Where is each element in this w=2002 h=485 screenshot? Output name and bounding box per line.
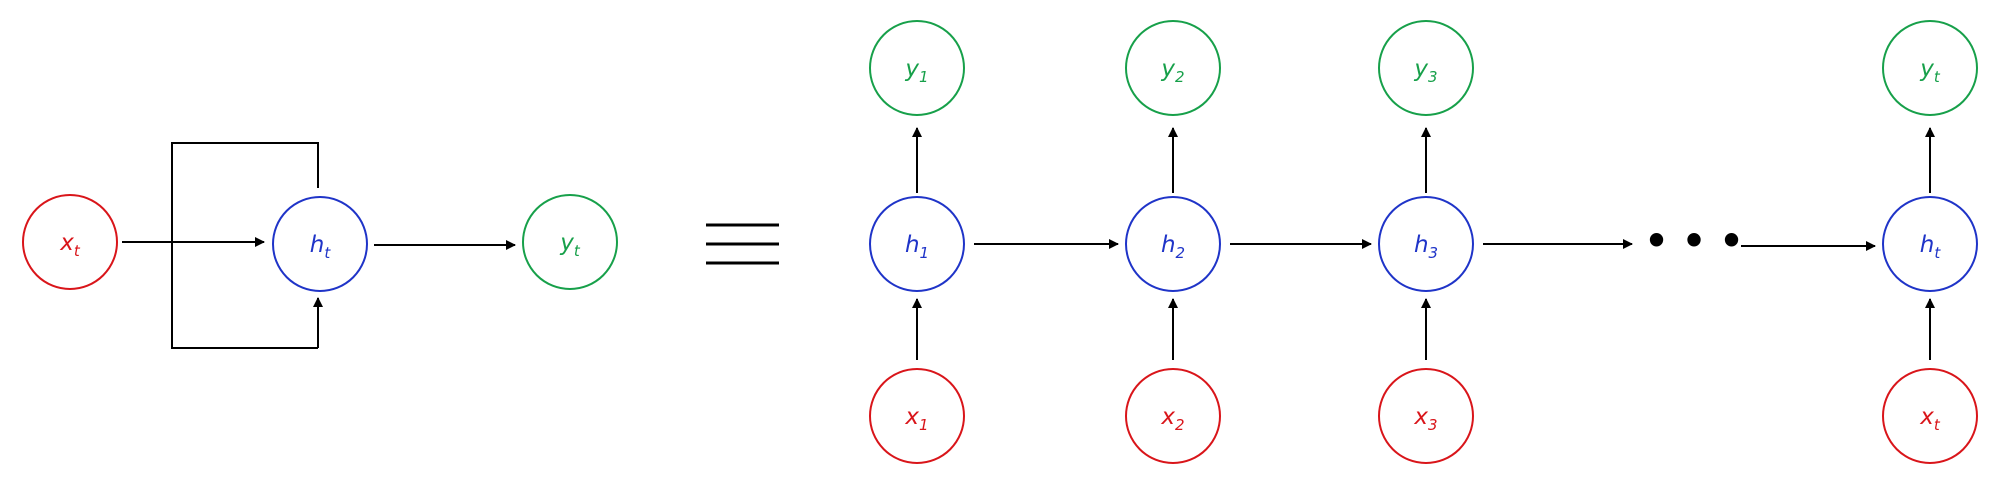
output-node: y3 — [1378, 20, 1474, 116]
node-label: xt — [1919, 404, 1941, 434]
node-circle — [1882, 196, 1978, 292]
hidden-node: ht — [1882, 196, 1978, 292]
node-circle — [272, 196, 368, 292]
output-node: y1 — [869, 20, 965, 116]
input-node: x3 — [1378, 368, 1474, 464]
hidden-node: h2 — [1125, 196, 1221, 292]
node-circle — [1125, 20, 1221, 116]
node-circle — [869, 368, 965, 464]
node-circle — [869, 196, 965, 292]
node-label: xt — [59, 230, 81, 260]
unrolled-step: y3 h3 x3 — [1378, 20, 1474, 464]
node-label: y1 — [904, 56, 928, 86]
input-node: x2 — [1125, 368, 1221, 464]
node-circle — [869, 20, 965, 116]
node-label: y2 — [1160, 56, 1184, 86]
node-circle — [1378, 368, 1474, 464]
node-circle — [522, 194, 618, 290]
input-node: xt — [1882, 368, 1978, 464]
node-label: ht — [310, 232, 332, 262]
node-circle — [1125, 368, 1221, 464]
output-node: yt — [1882, 20, 1978, 116]
recurrent-loop-edge — [171, 142, 319, 349]
node-label: yt — [1919, 56, 1941, 86]
node-label: x2 — [1160, 404, 1184, 434]
node-label: h3 — [1414, 232, 1438, 262]
folded-rnn: xt ht yt — [22, 142, 618, 349]
node-label: h2 — [1161, 232, 1185, 262]
output-node: y2 — [1125, 20, 1221, 116]
unrolled-rnn: y1 h1 x1 y2 h2 x2 y3 h3 x3 yt ht xt — [869, 20, 1978, 464]
node-circle — [22, 194, 118, 290]
folded-hidden-node: ht — [272, 196, 368, 292]
unrolled-step: y2 h2 x2 — [1125, 20, 1221, 464]
node-label: yt — [559, 230, 581, 260]
node-label: x3 — [1413, 404, 1437, 434]
hidden-node: h1 — [869, 196, 965, 292]
node-label: x1 — [904, 404, 928, 434]
equivalence-symbol: ≡ — [706, 223, 779, 265]
node-circle — [1882, 20, 1978, 116]
unrolled-step: y1 h1 x1 — [869, 20, 965, 464]
node-label: y3 — [1413, 56, 1437, 86]
node-circle — [1378, 196, 1474, 292]
node-circle — [1882, 368, 1978, 464]
folded-output-node: yt — [522, 194, 618, 290]
input-node: x1 — [869, 368, 965, 464]
node-circle — [1378, 20, 1474, 116]
ellipsis: • • • — [1644, 219, 1743, 263]
hidden-node: h3 — [1378, 196, 1474, 292]
node-label: h1 — [905, 232, 929, 262]
folded-input-node: xt — [22, 194, 118, 290]
node-label: ht — [1920, 232, 1942, 262]
node-circle — [1125, 196, 1221, 292]
unrolled-step: yt ht xt — [1882, 20, 1978, 464]
